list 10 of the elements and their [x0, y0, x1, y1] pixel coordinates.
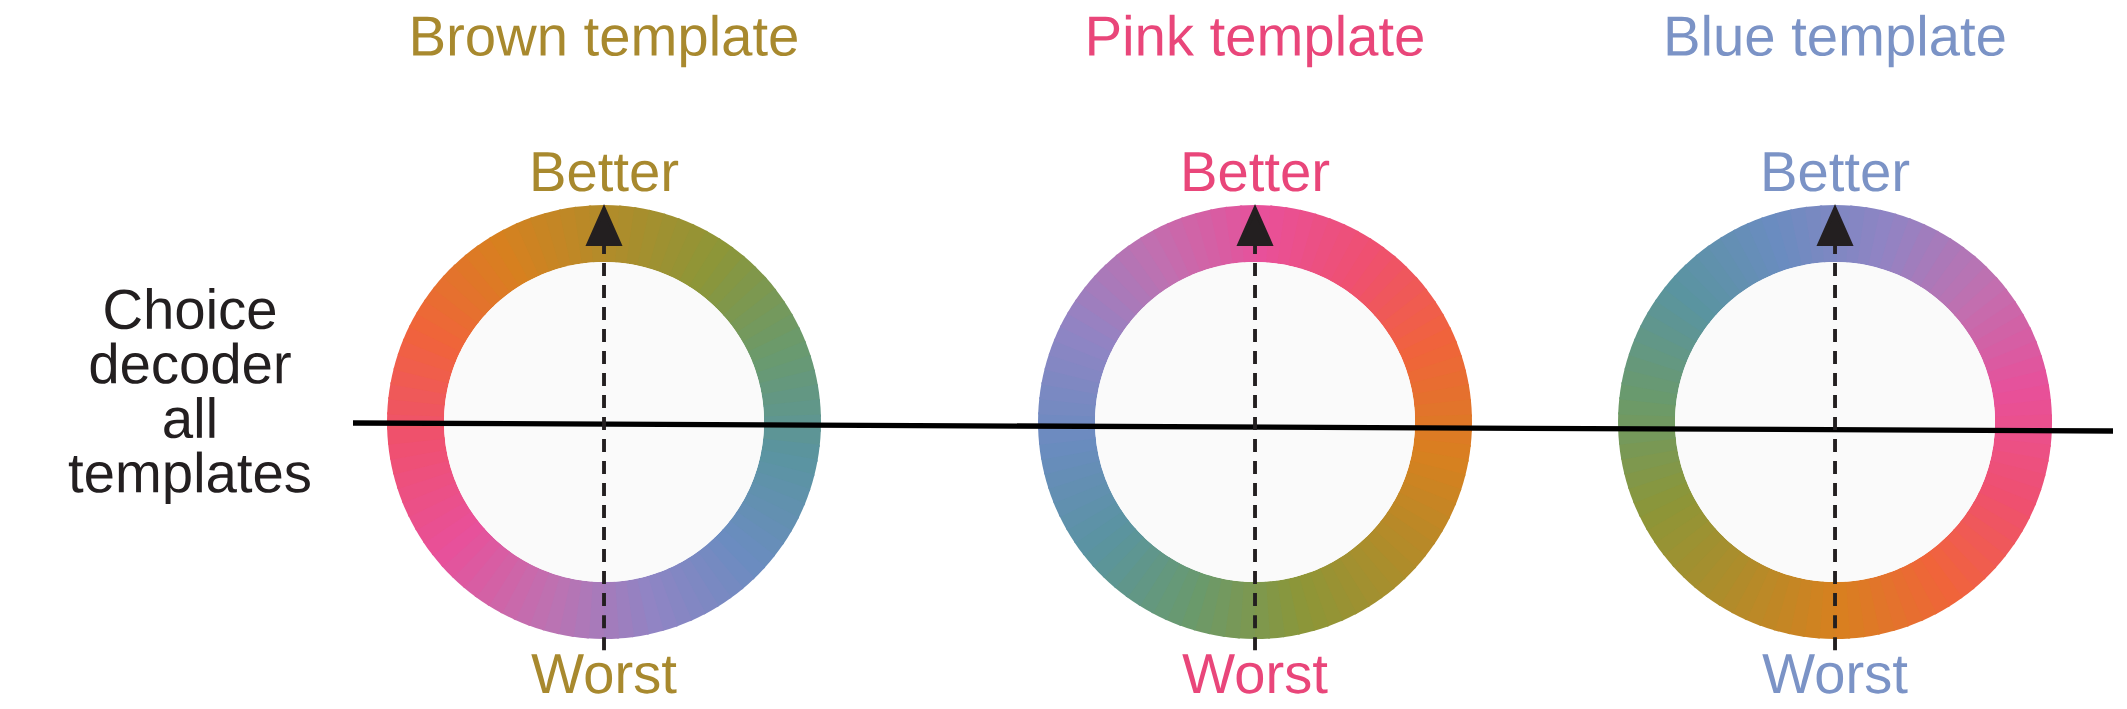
- scale-label: Better: [1184, 152, 1330, 192]
- scale-label: Worst: [531, 654, 677, 694]
- template-title: Brown template: [413, 14, 797, 68]
- scale-label: Worst: [1762, 654, 1908, 694]
- decoder-label: Choice decoder all templates: [68, 288, 310, 504]
- scale-label: Worst: [1182, 654, 1328, 694]
- template-title: Blue template: [1667, 14, 2005, 68]
- scale-label: Better: [533, 152, 679, 192]
- scale-label: Better: [1764, 152, 1910, 192]
- template-title: Pink template: [1089, 14, 1423, 68]
